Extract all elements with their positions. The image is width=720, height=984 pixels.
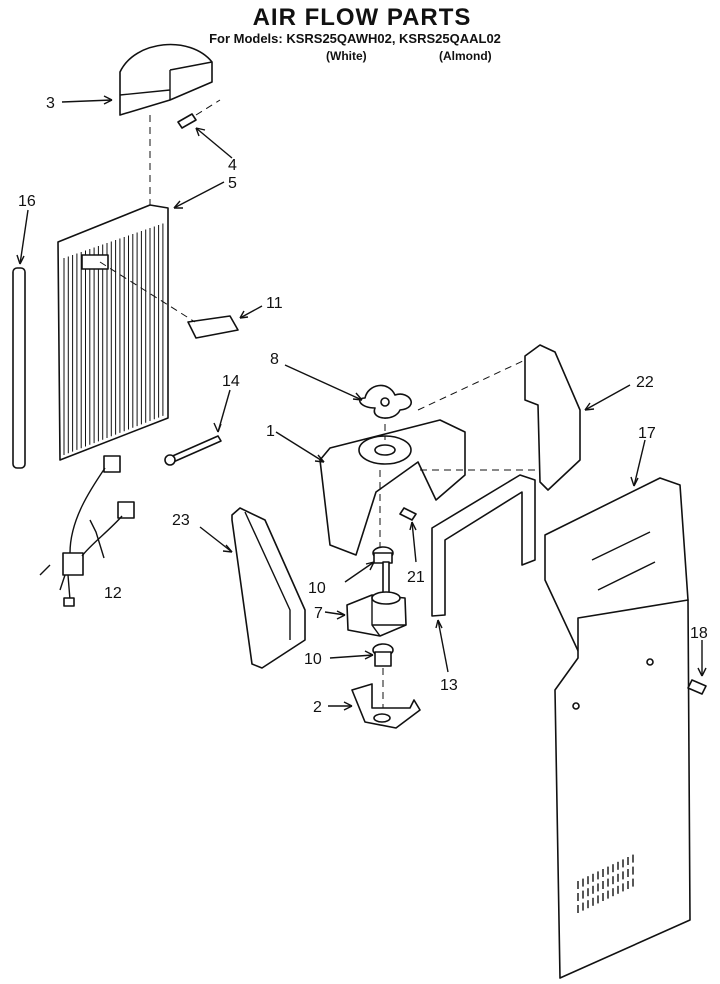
screw-part-21 — [399, 507, 417, 521]
label-4: 4 — [228, 157, 237, 174]
bracket-part-11 — [99, 261, 239, 339]
label-23: 23 — [172, 512, 190, 529]
tube-part-16 — [12, 267, 26, 469]
label-22: 22 — [636, 374, 654, 391]
label-1: 1 — [266, 423, 275, 440]
label-8: 8 — [270, 351, 279, 368]
fan-motor-part-7 — [346, 561, 407, 637]
label-18: 18 — [690, 625, 708, 642]
label-21: 21 — [407, 569, 425, 586]
variant-white: (White) — [326, 49, 367, 63]
label-12: 12 — [104, 585, 122, 602]
motor-bracket-part-2 — [351, 683, 421, 729]
page-title: AIR FLOW PARTS — [252, 4, 472, 31]
leader-lines — [16, 95, 707, 711]
screw-part-18 — [687, 679, 707, 695]
label-5: 5 — [228, 175, 237, 192]
label-10-lower: 10 — [304, 651, 322, 668]
variant-almond: (Almond) — [439, 49, 492, 63]
side-panel-part-23 — [231, 507, 306, 669]
channel-part-13 — [431, 474, 536, 617]
freezer-duct-part-17 — [544, 477, 691, 979]
fan-blade-part-8 — [359, 384, 412, 419]
air-duct-cover-part-3 — [119, 43, 213, 205]
label-3: 3 — [46, 95, 55, 112]
long-screw-part-14 — [164, 435, 222, 466]
label-13: 13 — [440, 677, 458, 694]
screw-part-4 — [177, 99, 221, 129]
side-panel-part-22 — [417, 344, 581, 491]
fan-housing-part-1 — [319, 400, 466, 556]
grommet-part-10-lower — [372, 643, 394, 710]
label-14: 14 — [222, 373, 240, 390]
label-7: 7 — [314, 605, 323, 622]
label-10-upper: 10 — [308, 580, 326, 597]
air-grille-part-5 — [57, 204, 169, 461]
part-labels: 3 4 5 16 11 14 8 1 23 12 10 7 10 2 21 13… — [18, 95, 708, 716]
model-subtitle: For Models: KSRS25QAWH02, KSRS25QAAL02 — [209, 31, 501, 46]
grommet-part-10-upper — [372, 546, 394, 564]
label-16: 16 — [18, 193, 36, 210]
wiring-harness-part-12 — [39, 455, 135, 607]
label-2: 2 — [313, 699, 322, 716]
label-11: 11 — [266, 295, 283, 312]
label-17: 17 — [638, 425, 656, 442]
